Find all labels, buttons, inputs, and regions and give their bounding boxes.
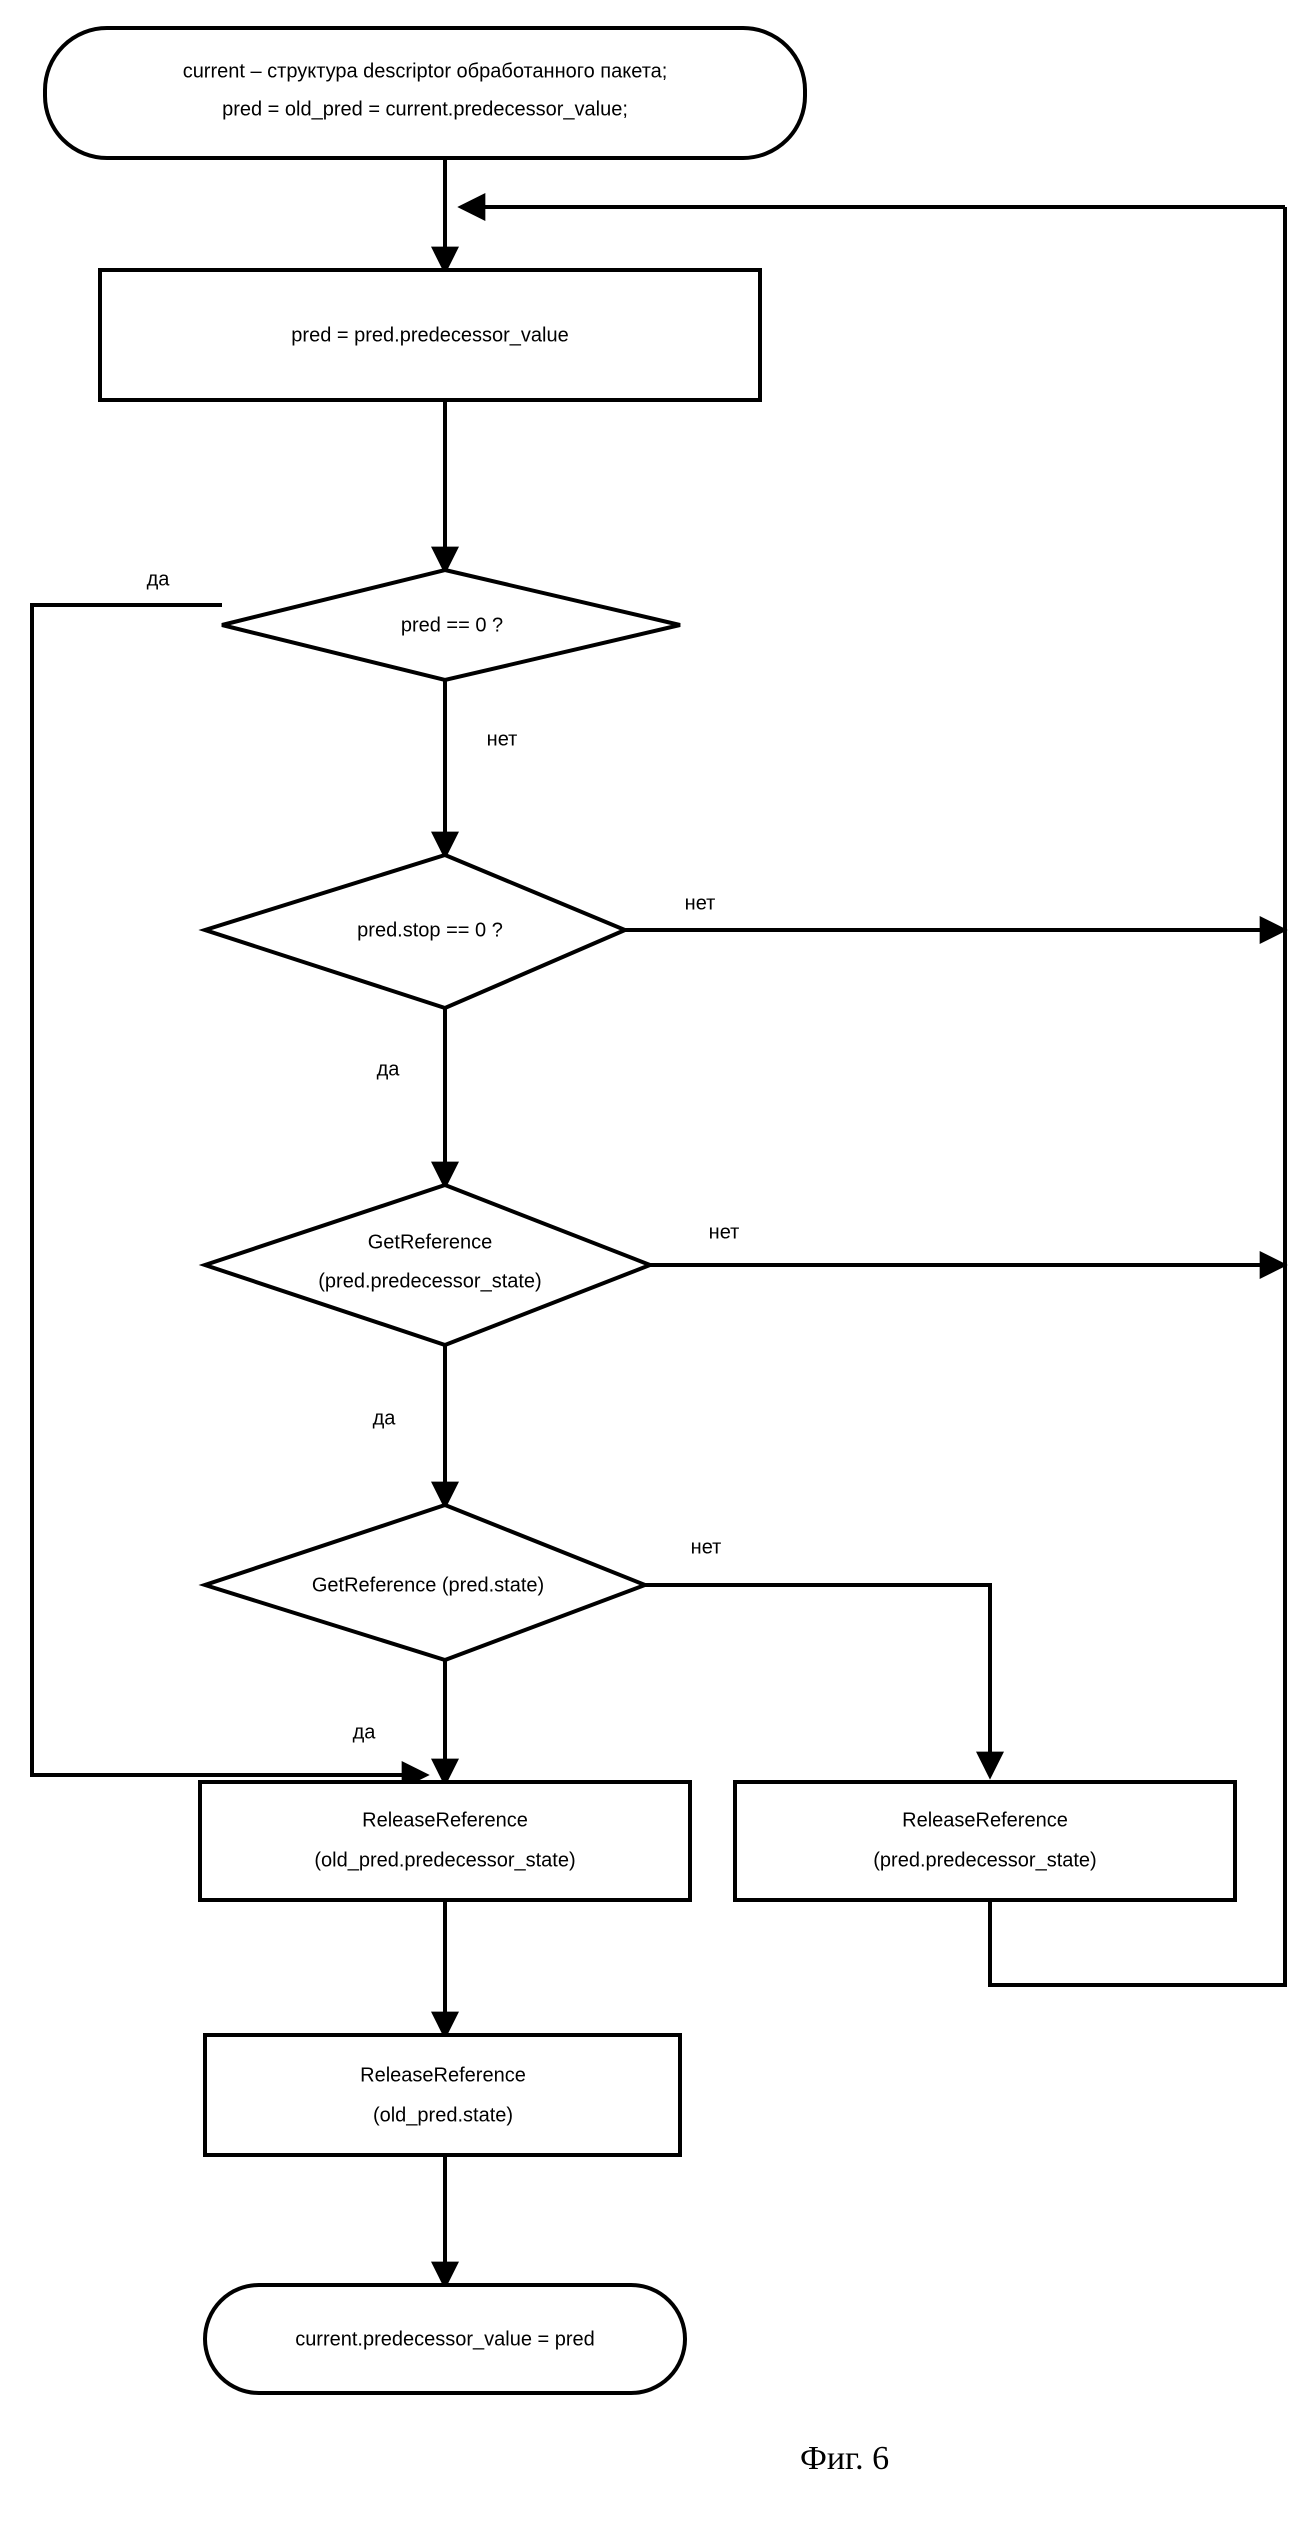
node-release-opps-line-2: (old_pred.predecessor_state) (314, 1849, 575, 1871)
node-getref-pred-state-line-2: (pred.predecessor_state) (318, 1270, 541, 1292)
node-release-ops-line-2: (old_pred.state) (373, 2104, 513, 2126)
edge-label-pred-stop-no: нет (685, 892, 716, 914)
node-release-old-pred-state (203, 2033, 682, 2157)
node-start-line-2: pred = old_pred = current.predecessor_va… (222, 98, 628, 120)
node-getref-state (198, 1502, 651, 1663)
node-release-pred-predecessor-state (733, 1780, 1237, 1902)
node-getref-state-line-1: GetReference (pred.state) (312, 1574, 544, 1596)
node-pred-is-zero (221, 567, 681, 683)
node-start (43, 26, 807, 160)
edge-release-pred-back-to-loop (988, 1265, 1287, 1987)
node-pred-is-zero-line-1: pred == 0 ? (401, 614, 503, 636)
node-advance (98, 268, 762, 402)
edge-label-pred-is-zero-no: нет (487, 728, 518, 750)
edge-label-pred-stop-yes: да (377, 1058, 401, 1080)
node-end-line-1: current.predecessor_value = pred (295, 2328, 595, 2350)
node-pred-stop-is-zero (198, 852, 631, 1011)
node-release-pps-line-1: ReleaseReference (902, 1809, 1068, 1831)
node-release-opps-line-1: ReleaseReference (362, 1809, 528, 1831)
edge-label-pred-is-zero-yes: да (147, 568, 171, 590)
edge-getref-state-no (645, 1583, 1004, 1780)
node-pred-stop-is-zero-line-1: pred.stop == 0 ? (357, 919, 503, 941)
edge-pred-is-zero-yes (30, 603, 430, 1789)
node-advance-line-1: pred = pred.predecessor_value (291, 324, 568, 346)
node-release-old-pred-predecessor-state (198, 1780, 692, 1902)
node-release-ops-line-1: ReleaseReference (360, 2064, 526, 2086)
edge-label-getref-pred-state-yes: да (373, 1407, 397, 1429)
edge-label-getref-state-no: нет (691, 1536, 722, 1558)
node-start-line-1: current – структура descriptor обработан… (183, 60, 668, 82)
node-getref-pred-state-line-1: GetReference (368, 1231, 493, 1253)
edge-label-getref-pred-state-no: нет (709, 1221, 740, 1243)
figure-caption: Фиг. 6 (800, 2440, 890, 2477)
edge-label-getref-state-yes: да (353, 1721, 377, 1743)
node-getref-pred-state (198, 1182, 656, 1348)
node-release-pps-line-2: (pred.predecessor_state) (873, 1849, 1096, 1871)
node-end (203, 2283, 687, 2395)
